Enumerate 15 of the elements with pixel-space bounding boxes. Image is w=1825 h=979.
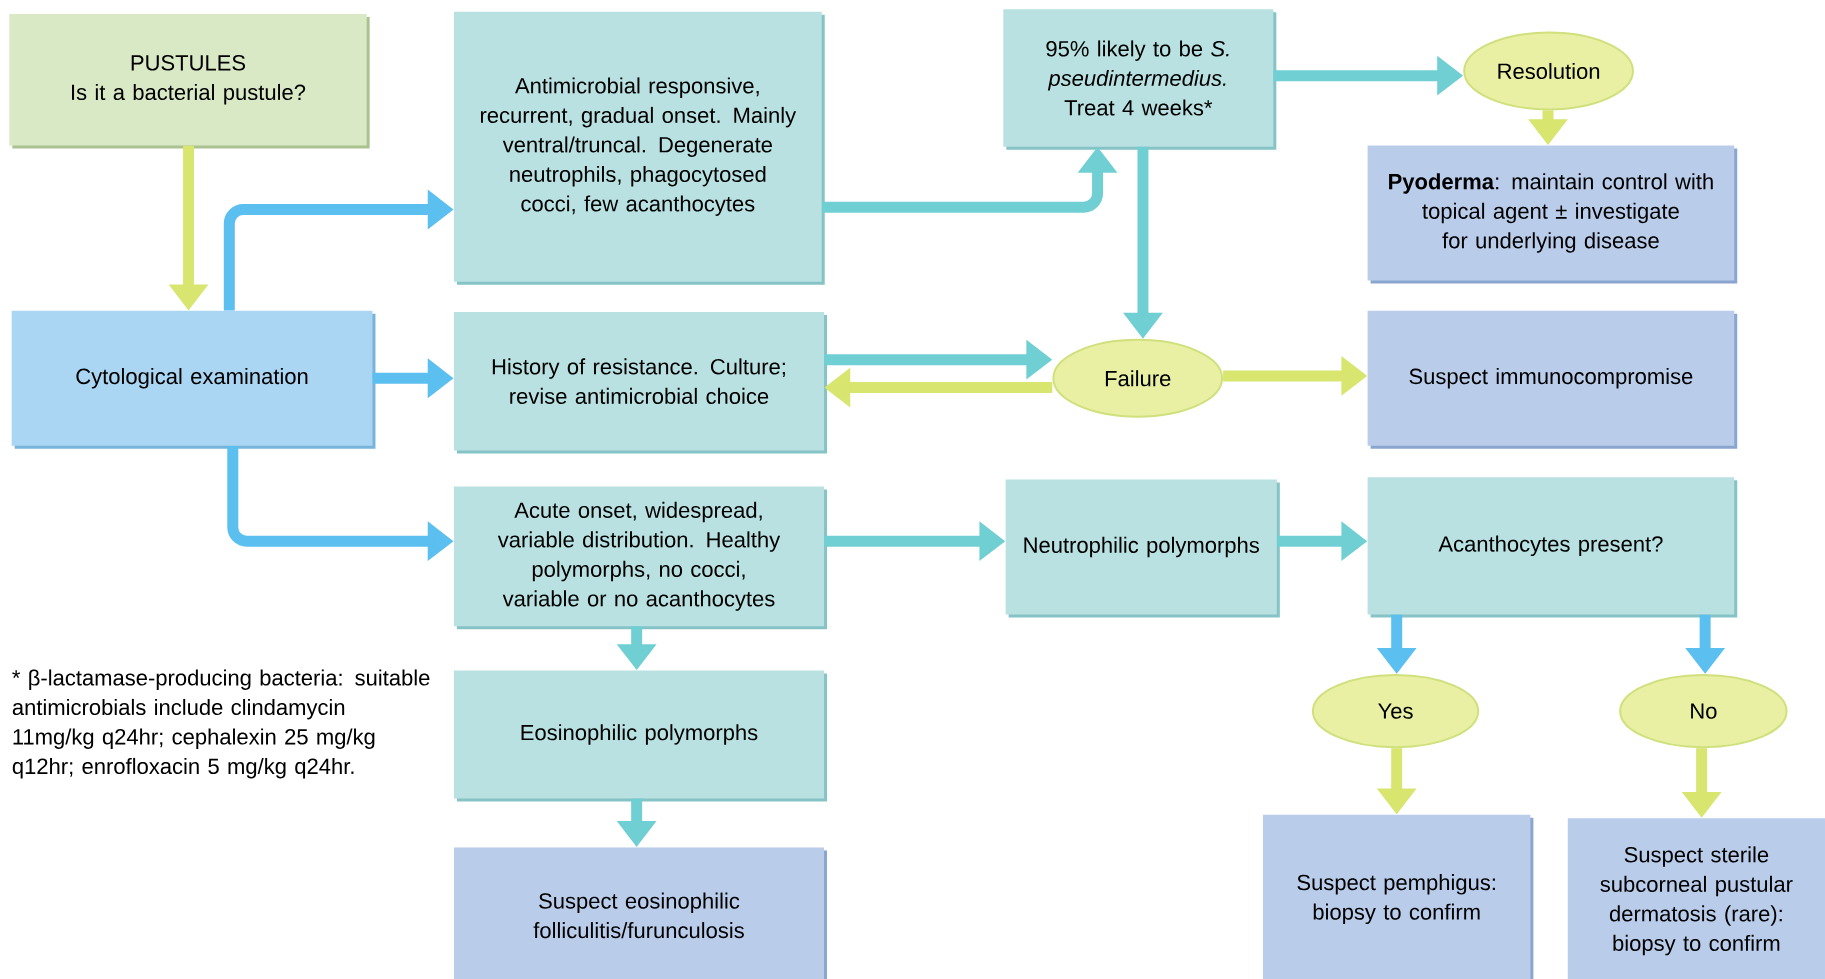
process-box: 95% likely to be S. pseudintermedius. Treat 4 weeks* xyxy=(1003,9,1277,150)
outcome-box: Suspect immunocompromise xyxy=(1367,310,1738,449)
process-box: Acute onset, widespread, variable distribution. Healthy polymorphs, no cocci, variable or no acanthocytes xyxy=(453,486,828,630)
outcome-box: Suspect sterile subcorneal pustular dermatosis (rare): biopsy to confirm xyxy=(1567,818,1825,979)
process-box: Acanthocytes present? xyxy=(1367,477,1738,618)
process-box: Eosinophilic polymorphs xyxy=(453,670,828,802)
process-box: Neutrophilic polymorphs xyxy=(1005,479,1280,618)
process-box: Antimicrobial responsive, recurrent, gradual onset. Mainly ventral/truncal. Degenerate neutrophils, phagocytosed cocci, few acanthocytes xyxy=(453,11,825,285)
process-box: Cytological examination xyxy=(11,310,376,449)
process-box: History of resistance. Culture; revise antimicrobial choice xyxy=(453,311,828,454)
question-box: PUSTULES Is it a bacterial pustule? xyxy=(9,13,370,149)
footnote: * β-lactamase-producing bacteria: suitable antimicrobials include clindamycin 11mg/kg q24hr; cephalexin 25 mg/kg q12hr; enrofloxacin 5 mg/kg q24hr. xyxy=(12,669,430,779)
outcome-box: Suspect eosinophilic folliculitis/furunculosis xyxy=(453,847,828,979)
outcome-box: Suspect pemphigus: biopsy to confirm xyxy=(1262,814,1534,979)
outcome-box: Pyoderma: maintain control with topical agent ± investigate for underlying disease xyxy=(1367,145,1738,284)
